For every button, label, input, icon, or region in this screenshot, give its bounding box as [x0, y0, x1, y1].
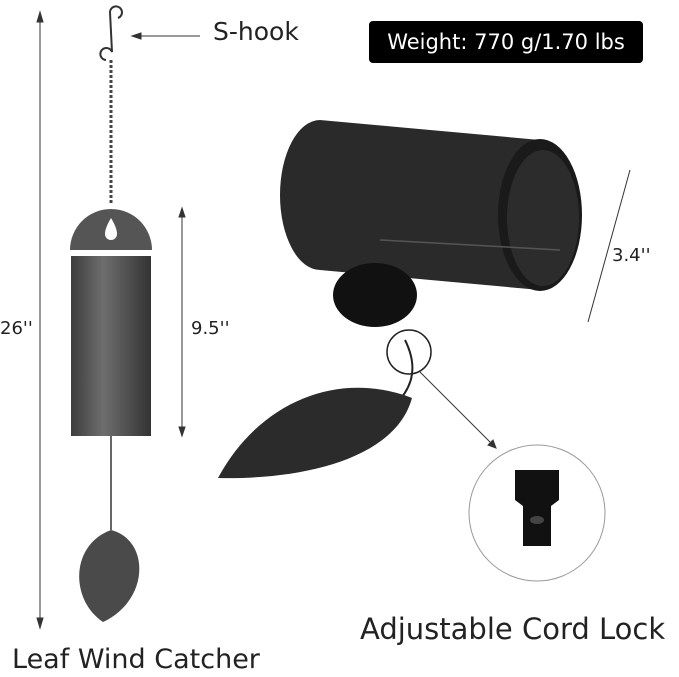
- cord-lock-label: Adjustable Cord Lock: [360, 612, 666, 646]
- total-length-label: 26'': [0, 318, 33, 339]
- chime-tube: [71, 256, 151, 436]
- leaf-large: [218, 387, 412, 479]
- striker: [333, 263, 417, 327]
- cord-lock-icon: [515, 470, 559, 546]
- s-hook-icon: [99, 5, 123, 61]
- chime-tube-side-view: [280, 120, 582, 291]
- weight-badge: Weight: 770 g/1.70 lbs: [369, 21, 643, 63]
- leaf-small: [79, 530, 140, 622]
- tube-diameter-label: 3.4'': [612, 245, 651, 266]
- cord-lock-highlight: [386, 329, 432, 375]
- dimension-lines: [36, 10, 631, 630]
- leaf-label: Leaf Wind Catcher: [12, 644, 260, 675]
- tube-length-label: 9.5'': [191, 318, 230, 339]
- s-hook-label: S-hook: [213, 17, 299, 46]
